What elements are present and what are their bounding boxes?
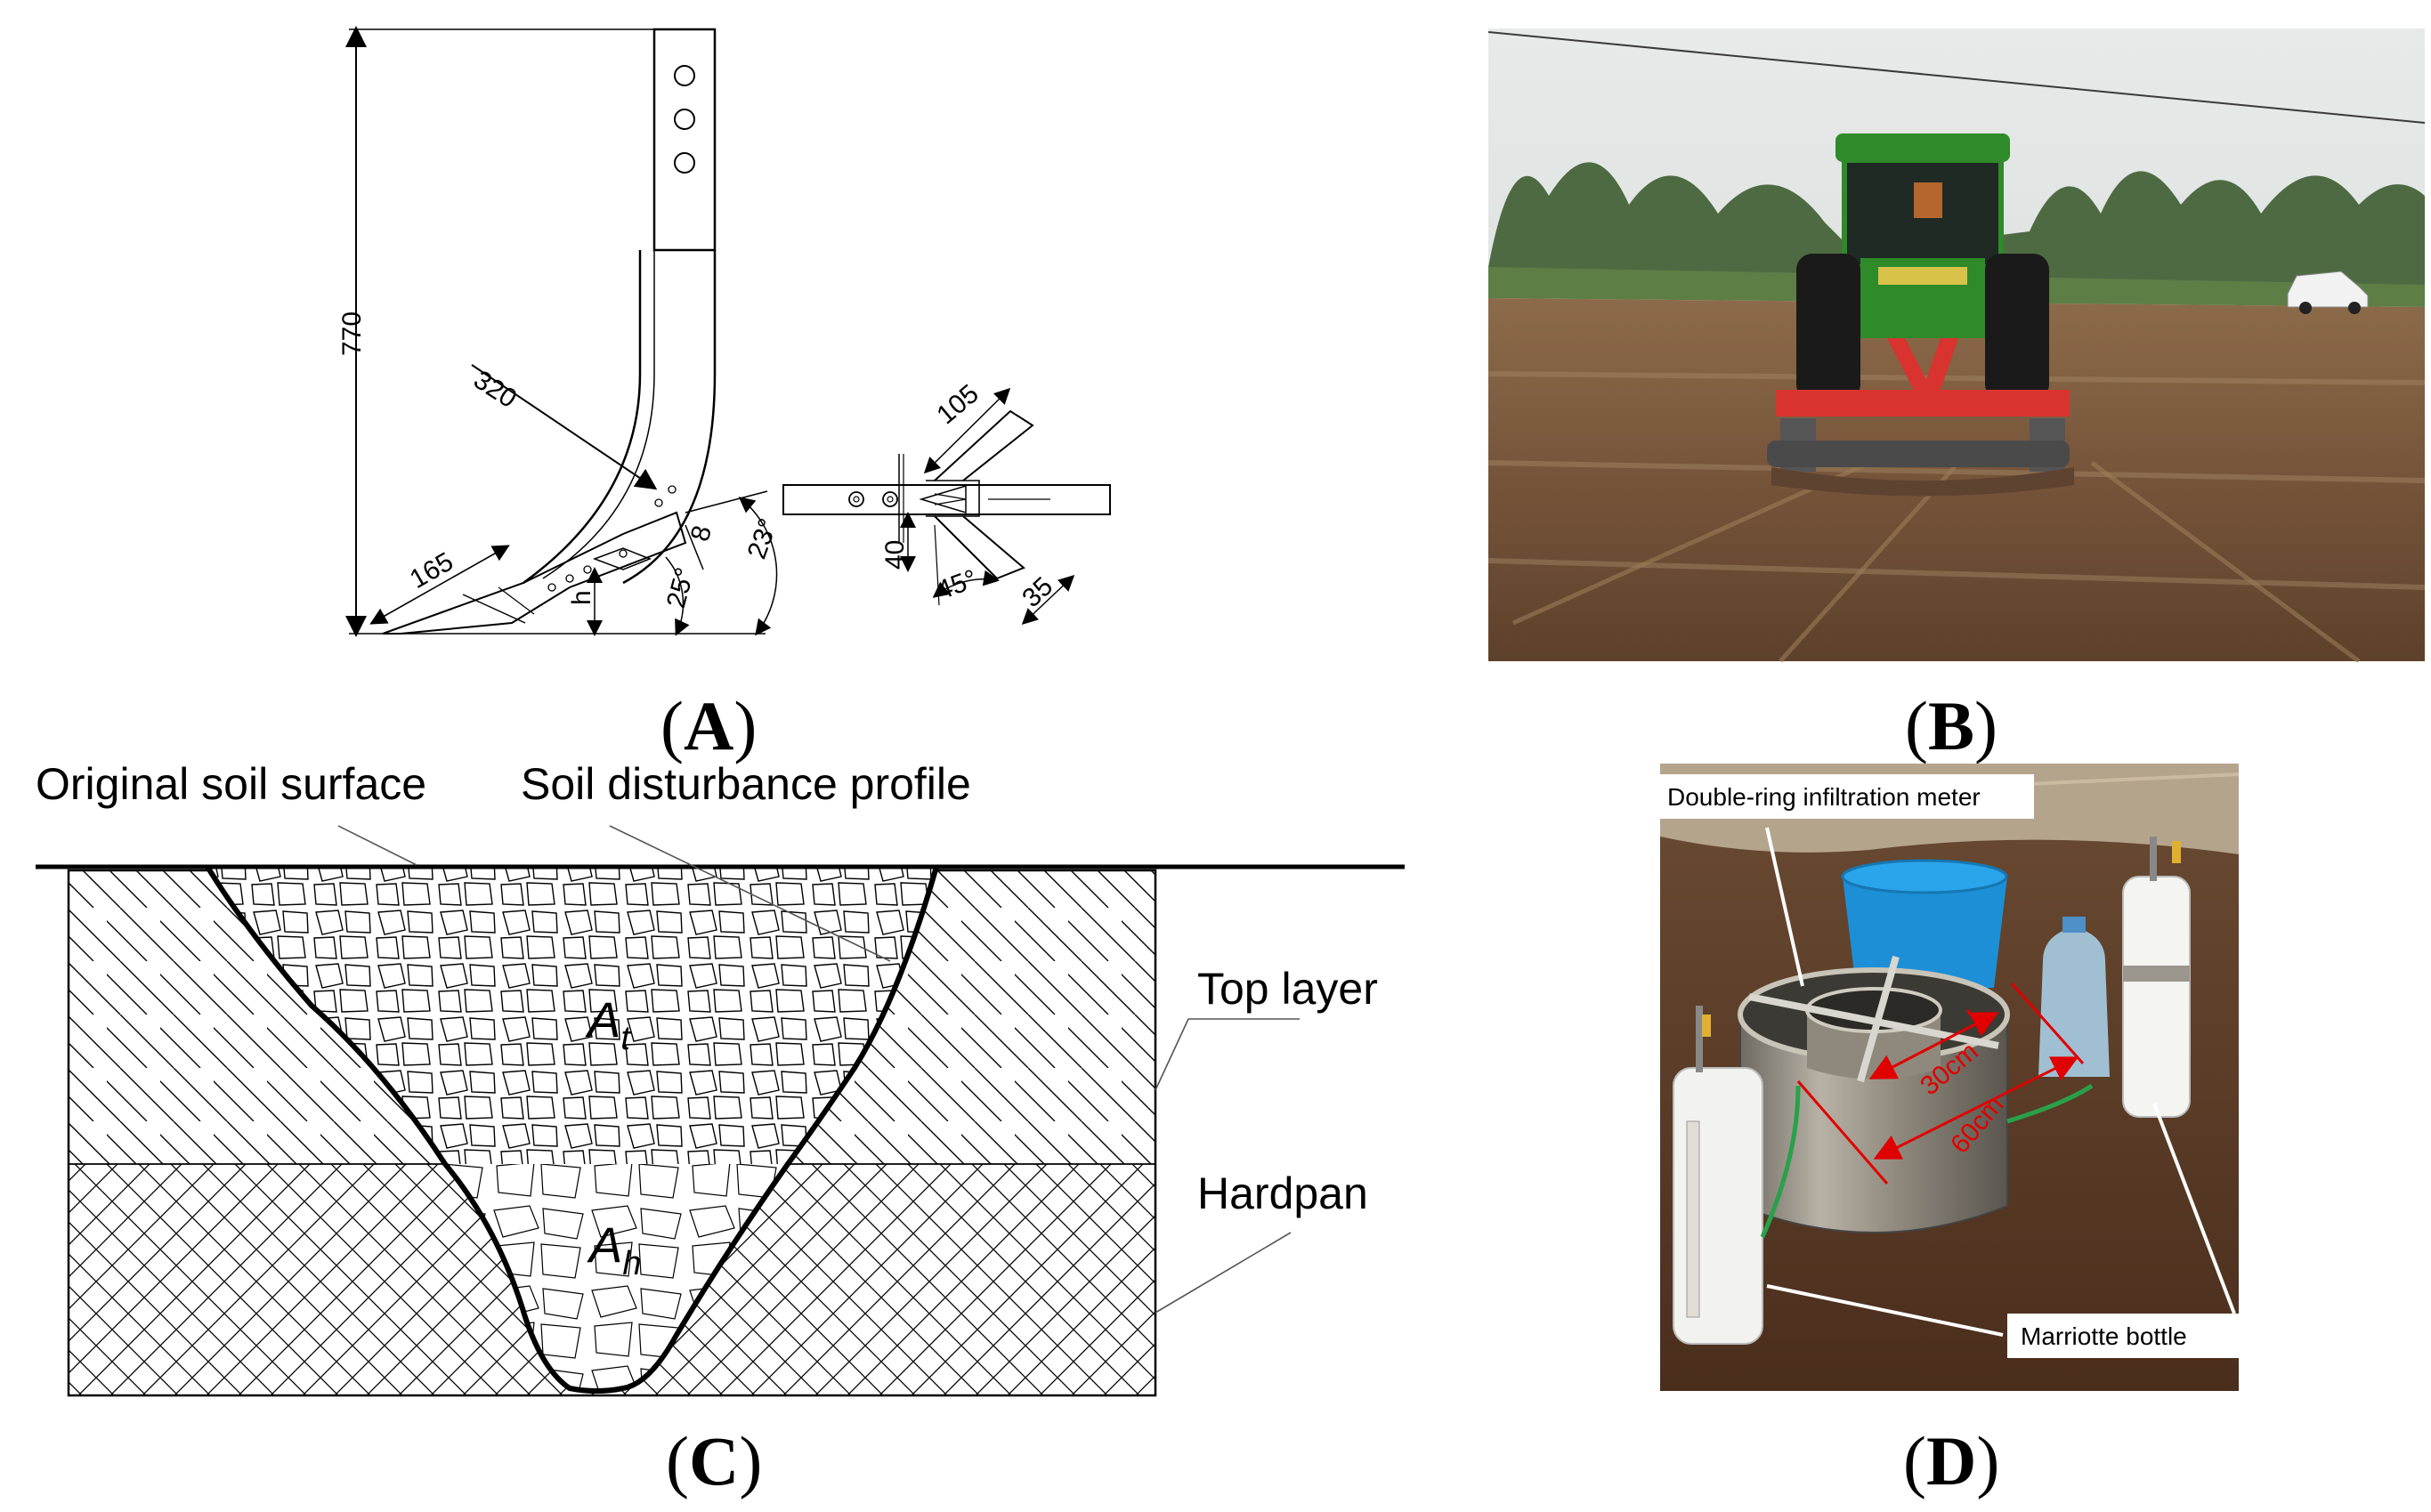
disturbance-profile-line: [205, 865, 939, 1394]
disturbance-profile-callout: Soil disturbance profile: [521, 759, 971, 809]
dim-tip-length: 165: [405, 546, 458, 594]
dim-h: h: [567, 590, 596, 605]
bottle-callout: Marriotte bottle: [2021, 1322, 2187, 1350]
panel-d-label: (D): [1903, 1422, 1999, 1500]
dim-thickness: 8: [685, 522, 717, 545]
area-hardpan-label: Ah: [587, 1217, 642, 1282]
original-surface-callout: Original soil surface: [36, 759, 426, 809]
dim-height: 770: [337, 311, 367, 356]
area-top-region: [207, 867, 936, 1164]
dim-angle-small: 25°: [661, 564, 701, 610]
panel-a-label: (A): [660, 687, 757, 764]
area-top-label: At: [585, 991, 631, 1057]
panel-b-label: (B): [1905, 687, 1997, 764]
dim-wing-offset: 40: [880, 540, 910, 570]
panel-a-drawing: 770 320 165 h 8 2: [337, 26, 1111, 637]
panel-b-photo: [1487, 28, 2426, 664]
panel-c-label: (C): [666, 1422, 762, 1500]
dim-wing-width: 35: [1017, 571, 1058, 613]
top-layer-callout: Top layer: [1197, 964, 1378, 1014]
panel-d-photo: 30cm 60cm Double-ring infiltration meter…: [1659, 764, 2240, 1391]
hardpan-callout: Hardpan: [1197, 1168, 1368, 1218]
meter-callout: Double-ring infiltration meter: [1667, 783, 1981, 811]
dim-radius: 320: [468, 365, 522, 414]
dim-angle-tip: 23°: [742, 514, 784, 562]
dim-wing-angle: 45°: [933, 564, 981, 606]
panel-c-diagram: At Ah Original soil surface Soil disturb…: [36, 759, 1405, 1397]
area-hardpan-region: [445, 1164, 788, 1392]
